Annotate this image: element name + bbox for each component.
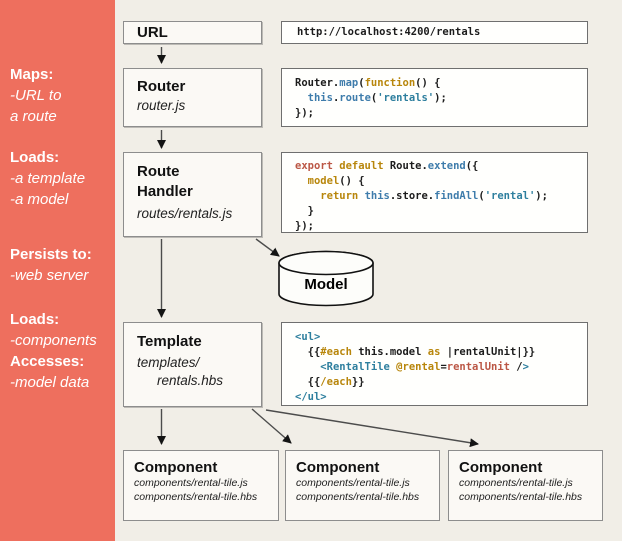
router-title: Router <box>137 78 186 95</box>
arrow-template-to-component-3 <box>265 409 479 448</box>
component-box-1: Component components/rental-tile.js comp… <box>123 450 279 521</box>
component-3-title: Component <box>459 459 543 476</box>
template-code-box: <ul> {{#each this.model as |rentalUnit|}… <box>281 322 588 406</box>
component-1-title: Component <box>134 459 218 476</box>
note-loads-1: Loads:-a template-a model <box>10 149 86 208</box>
route-handler-title-2: Handler <box>137 183 193 200</box>
router-code-box: Router.map(function() { this.route('rent… <box>281 68 588 127</box>
component-3-file-hbs: components/rental-tile.hbs <box>459 491 583 503</box>
model-cylinder <box>276 249 376 309</box>
component-box-2: Component components/rental-tile.js comp… <box>285 450 440 521</box>
router-box: Router router.js <box>123 68 262 127</box>
component-1-file-hbs: components/rental-tile.hbs <box>134 491 258 503</box>
template-folder: templates/ <box>137 355 200 370</box>
route-handler-title-1: Route <box>137 163 180 180</box>
router-filename: router.js <box>137 98 186 113</box>
model-label: Model <box>304 276 348 293</box>
url-title: URL <box>137 23 168 41</box>
component-1-file-js: components/rental-tile.js <box>134 477 248 489</box>
template-title: Template <box>137 333 202 350</box>
component-2-file-hbs: components/rental-tile.hbs <box>296 491 420 503</box>
route-handler-box: Route Handler routes/rentals.js <box>123 152 262 237</box>
component-box-3: Component components/rental-tile.js comp… <box>448 450 603 521</box>
note-persists: Persists to:-web server <box>10 246 92 284</box>
route-handler-code-box: export default Route.extend({ model() { … <box>281 152 588 233</box>
arrow-template-to-component-2 <box>251 408 292 444</box>
route-handler-filename: routes/rentals.js <box>137 206 233 221</box>
template-box: Template templates/ rentals.hbs <box>123 322 262 407</box>
component-2-file-js: components/rental-tile.js <box>296 477 410 489</box>
cylinder-shape <box>278 250 374 307</box>
component-3-file-js: components/rental-tile.js <box>459 477 573 489</box>
url-box: URL <box>123 21 262 44</box>
component-2-title: Component <box>296 459 380 476</box>
template-filename: rentals.hbs <box>157 373 224 388</box>
url-code-box: http://localhost:4200/rentals <box>281 21 588 44</box>
